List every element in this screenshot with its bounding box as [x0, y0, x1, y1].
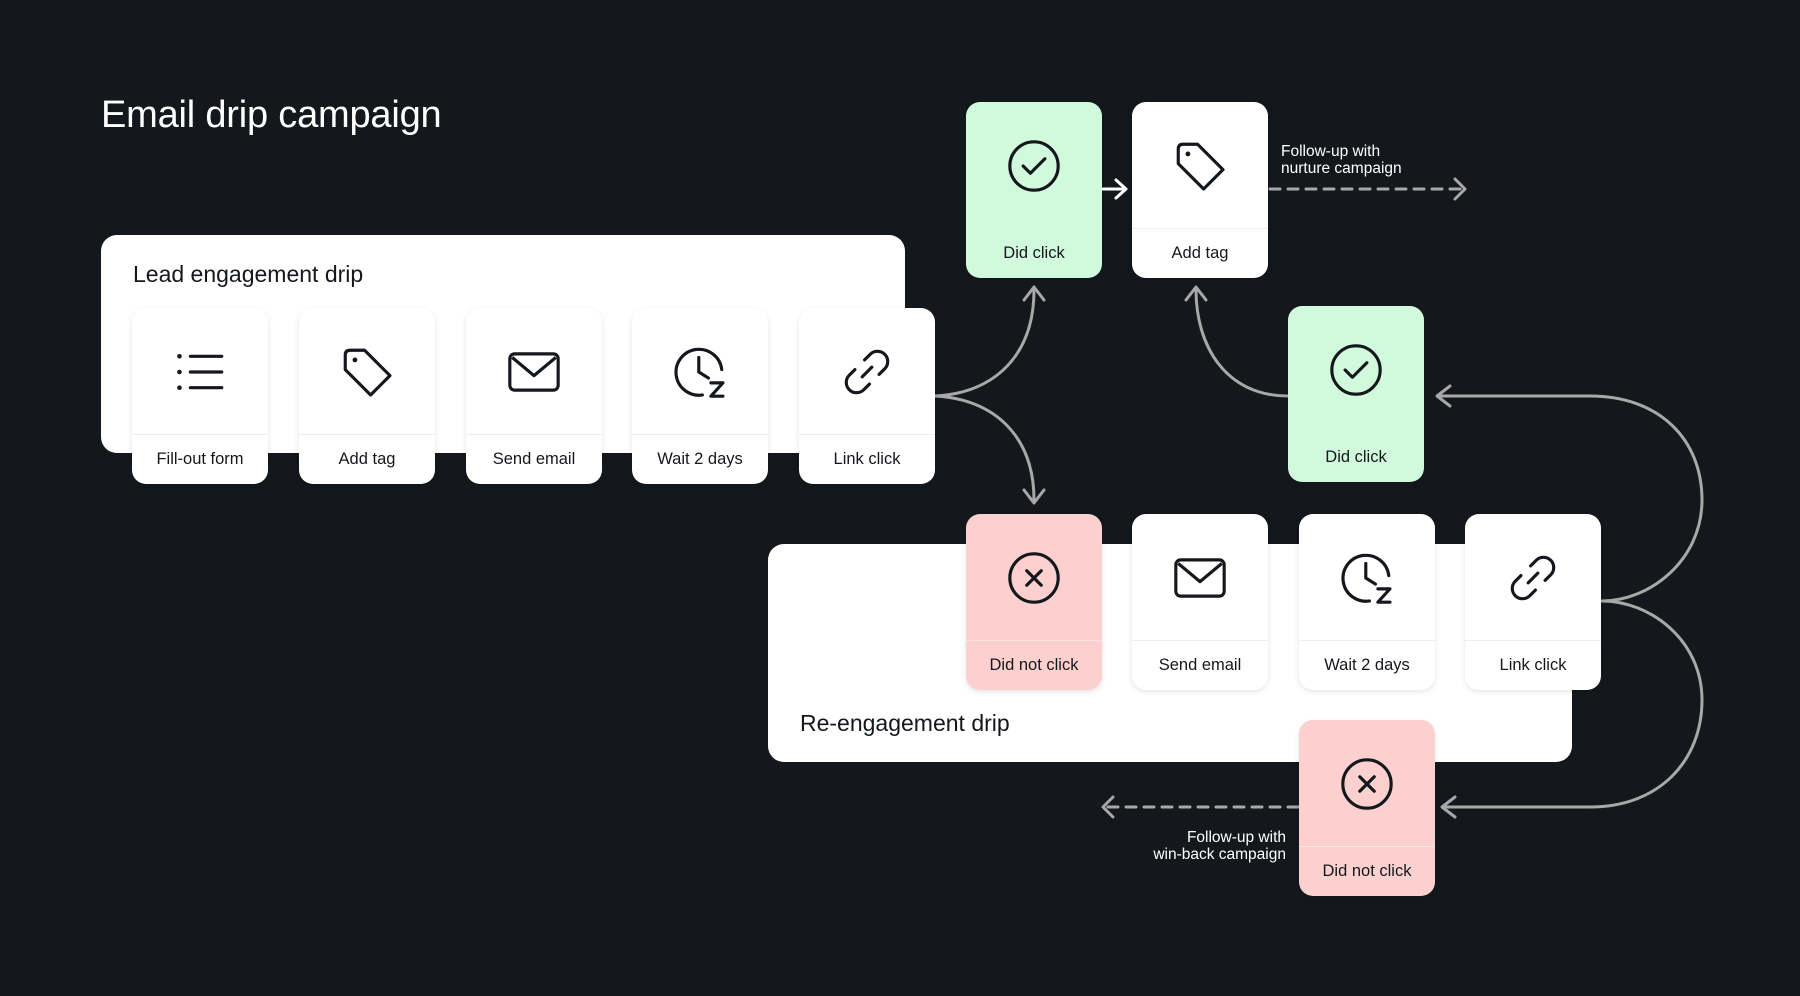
step-label: Fill-out form	[132, 434, 268, 484]
step-arrow	[1101, 178, 1128, 200]
note-line: Follow-up with	[1186, 829, 1286, 846]
step-card-fill-out-form[interactable]: Fill-out form	[132, 308, 268, 484]
step-label: Link click	[799, 434, 935, 484]
list-icon	[177, 353, 224, 390]
step-card-send-email[interactable]: Send email	[466, 308, 602, 484]
link-icon	[844, 349, 890, 394]
tag-icon	[343, 348, 392, 397]
clock-snooze-icon	[1341, 553, 1392, 604]
step-card-wait-2-days[interactable]: Wait 2 days	[632, 308, 768, 484]
step-label: Wait 2 days	[1299, 640, 1435, 690]
step-card-did-not-click[interactable]: Did not click	[966, 514, 1102, 690]
step-label: Send email	[1132, 640, 1268, 690]
step-label: Did not click	[1299, 846, 1435, 896]
arrowhead	[1435, 384, 1452, 408]
connector-loop-down	[1443, 599, 1704, 809]
branch-card-add-tag[interactable]: Add tag	[1132, 102, 1268, 278]
x-circle-icon	[1008, 551, 1060, 604]
connector-to-did-not-click	[933, 394, 1036, 502]
step-card-add-tag[interactable]: Add tag	[299, 308, 435, 484]
note-line: nurture campaign	[1281, 160, 1402, 177]
clock-snooze-icon	[674, 347, 725, 398]
page-title: Email drip campaign	[101, 94, 442, 136]
connector-loop-up	[1438, 394, 1704, 603]
check-circle-icon	[1008, 139, 1060, 192]
step-label: Wait 2 days	[632, 434, 768, 484]
outcome-card-did-not-click[interactable]: Did not click	[1299, 720, 1435, 896]
step-label: Did not click	[966, 640, 1102, 690]
envelope-icon	[508, 351, 560, 392]
step-label: Did click	[1325, 448, 1387, 466]
note-line: win-back campaign	[1153, 846, 1286, 863]
step-card-link-click[interactable]: Link click	[799, 308, 935, 484]
note-nurture-campaign: Follow-up with nurture campaign	[1281, 143, 1402, 177]
connector-to-did-click	[933, 288, 1036, 398]
arrowhead	[1184, 285, 1208, 302]
step-label: Add tag	[1132, 228, 1268, 278]
connector-did-click-to-add-tag	[1194, 288, 1290, 398]
x-circle-icon	[1341, 757, 1393, 810]
lead-engagement-title: Lead engagement drip	[133, 261, 364, 287]
step-label: Send email	[466, 434, 602, 484]
note-winback-campaign: Follow-up with win-back campaign	[1090, 829, 1286, 863]
link-icon	[1510, 555, 1556, 600]
step-label: Link click	[1465, 640, 1601, 690]
check-circle-icon	[1330, 343, 1382, 396]
re-engagement-title: Re-engagement drip	[800, 710, 1010, 736]
step-card-send-email-re[interactable]: Send email	[1132, 514, 1268, 690]
branch-card-did-click[interactable]: Did click	[966, 102, 1102, 278]
envelope-icon	[1174, 557, 1226, 598]
arrowhead	[1022, 488, 1046, 505]
step-card-wait-2-days-re[interactable]: Wait 2 days	[1299, 514, 1435, 690]
arrowhead	[1101, 795, 1115, 819]
tag-icon	[1176, 142, 1225, 191]
arrowhead	[1453, 177, 1467, 201]
note-line: Follow-up with	[1281, 143, 1381, 160]
step-label: Did click	[1003, 244, 1065, 262]
arrowhead	[1022, 285, 1046, 302]
step-card-link-click-re[interactable]: Link click	[1465, 514, 1601, 690]
outcome-card-did-click[interactable]: Did click	[1288, 306, 1424, 482]
step-label: Add tag	[299, 434, 435, 484]
arrowhead	[1440, 795, 1457, 819]
